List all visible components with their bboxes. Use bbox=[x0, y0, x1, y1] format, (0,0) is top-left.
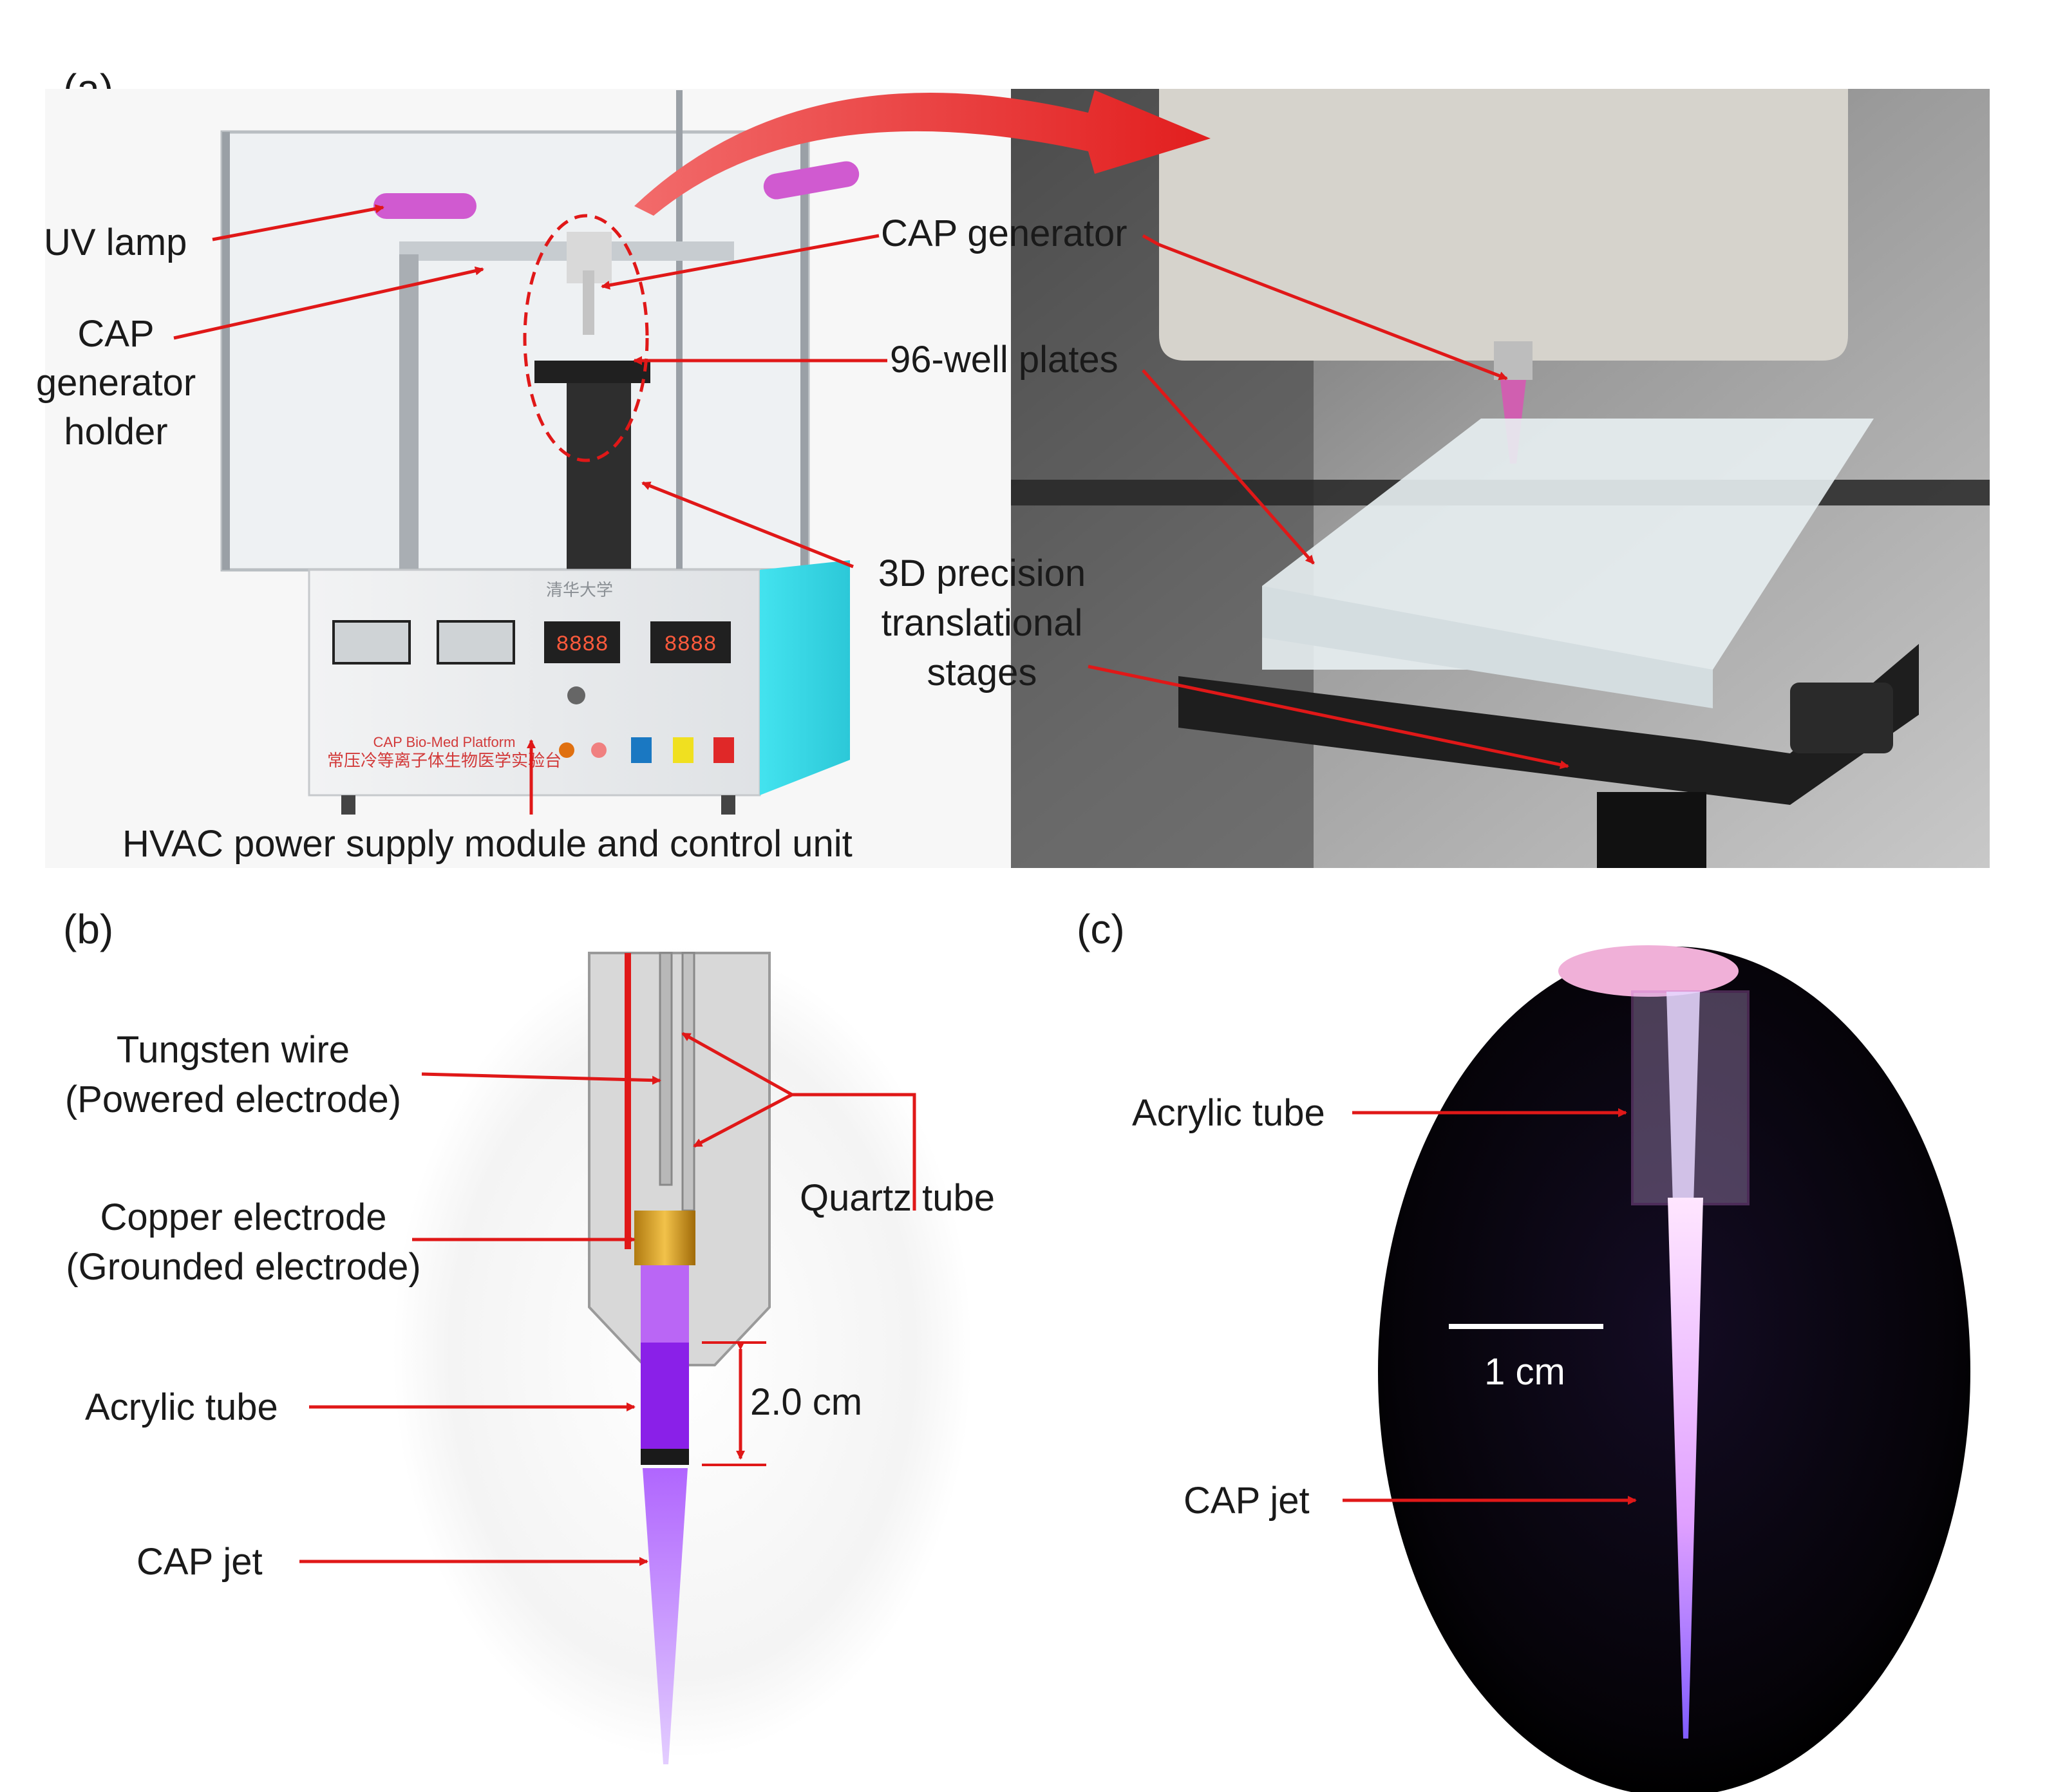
zoom-arrow bbox=[634, 90, 1211, 216]
label-acrylic-b: Acrylic tube bbox=[85, 1386, 278, 1428]
panel-b-arrows bbox=[299, 1032, 916, 1566]
knob bbox=[567, 686, 585, 704]
label-copper-1: Copper electrode bbox=[100, 1196, 387, 1238]
plasma-chamber bbox=[641, 1265, 689, 1343]
label-tungsten-1: Tungsten wire bbox=[117, 1029, 350, 1071]
display-1-digits: 8888 bbox=[556, 633, 608, 657]
label-cap-jet-b: CAP jet bbox=[137, 1541, 263, 1583]
panel-c-label: (c) bbox=[1077, 906, 1125, 952]
indicator-pink bbox=[591, 742, 607, 758]
label-quartz: Quartz tube bbox=[800, 1177, 995, 1219]
label-uv-lamp: UV lamp bbox=[44, 222, 187, 263]
button-blue bbox=[631, 737, 652, 763]
label-stages-3: stages bbox=[927, 652, 1037, 693]
acrylic-tube-b bbox=[641, 1343, 689, 1465]
gas-inlet bbox=[1558, 945, 1739, 997]
stage-plate bbox=[1178, 644, 1919, 805]
display-2-digits: 8888 bbox=[664, 633, 717, 657]
label-96-well-plates: 96-well plates bbox=[890, 339, 1118, 381]
enclosure bbox=[220, 130, 810, 572]
highlight-ellipse bbox=[523, 214, 649, 462]
control-base-side bbox=[760, 560, 850, 795]
panel-a-arrows bbox=[173, 204, 1569, 815]
label-holder-2: generator bbox=[36, 362, 196, 404]
indicator-orange bbox=[559, 742, 574, 758]
display-1 bbox=[544, 621, 620, 663]
generator-housing bbox=[1159, 89, 1848, 361]
panel-b-label: (b) bbox=[63, 906, 113, 952]
platform-en: CAP Bio-Med Platform bbox=[373, 734, 516, 750]
button-yellow bbox=[673, 737, 693, 763]
label-cap-jet-c: CAP jet bbox=[1184, 1480, 1310, 1522]
label-copper-2: (Grounded electrode) bbox=[66, 1246, 420, 1288]
label-holder-3: holder bbox=[64, 411, 167, 453]
label-dimension: 2.0 cm bbox=[750, 1381, 862, 1423]
uv-lamp-right bbox=[763, 161, 860, 200]
uv-lamp-left bbox=[373, 193, 476, 219]
label-holder-1: CAP bbox=[77, 313, 154, 355]
dimension-bracket bbox=[702, 1341, 766, 1466]
panel-c: (c) 1 cm Acrylic tube CAP jet bbox=[1077, 906, 1970, 1792]
tungsten-wire bbox=[659, 952, 673, 1186]
meter-1 bbox=[332, 620, 411, 665]
cap-jet-b bbox=[643, 1468, 688, 1764]
platform-cn: 常压冷等离子体生物医学实验台 bbox=[327, 751, 561, 770]
label-acrylic-c: Acrylic tube bbox=[1132, 1092, 1325, 1134]
holder-column bbox=[399, 254, 419, 570]
display-2 bbox=[650, 621, 731, 663]
well-plate bbox=[1262, 419, 1874, 670]
label-tungsten-2: (Powered electrode) bbox=[65, 1079, 401, 1120]
translational-stage bbox=[567, 383, 631, 570]
panel-c-arrows bbox=[1343, 1108, 1637, 1505]
label-stages-2: translational bbox=[882, 602, 1083, 644]
render-closeup bbox=[1011, 89, 1990, 868]
meter-2 bbox=[437, 620, 515, 665]
panel-b: (b) 2.0 cm Tungsten wire (Powe bbox=[63, 906, 995, 1764]
hv-lead bbox=[625, 953, 631, 1249]
stage-knob bbox=[1790, 683, 1893, 753]
panel-a: (a) bbox=[36, 66, 1990, 868]
cap-generator-device bbox=[583, 270, 594, 335]
label-scale: 1 cm bbox=[1484, 1351, 1565, 1393]
label-cap-generator: CAP generator bbox=[881, 212, 1127, 254]
cap-jet-c bbox=[1668, 1198, 1703, 1739]
brand-text: 清华大学 bbox=[546, 580, 613, 599]
copper-electrode bbox=[634, 1211, 695, 1265]
quartz-tube bbox=[681, 952, 695, 1212]
instrument-cabinet: 清华大学 8888 8888 CAP Bio-Med Platform 常压冷等… bbox=[45, 89, 1011, 868]
label-stages-1: 3D precision bbox=[878, 552, 1086, 594]
plate-holder bbox=[534, 361, 650, 383]
button-red bbox=[713, 737, 734, 763]
label-hvac: HVAC power supply module and control uni… bbox=[122, 823, 853, 865]
